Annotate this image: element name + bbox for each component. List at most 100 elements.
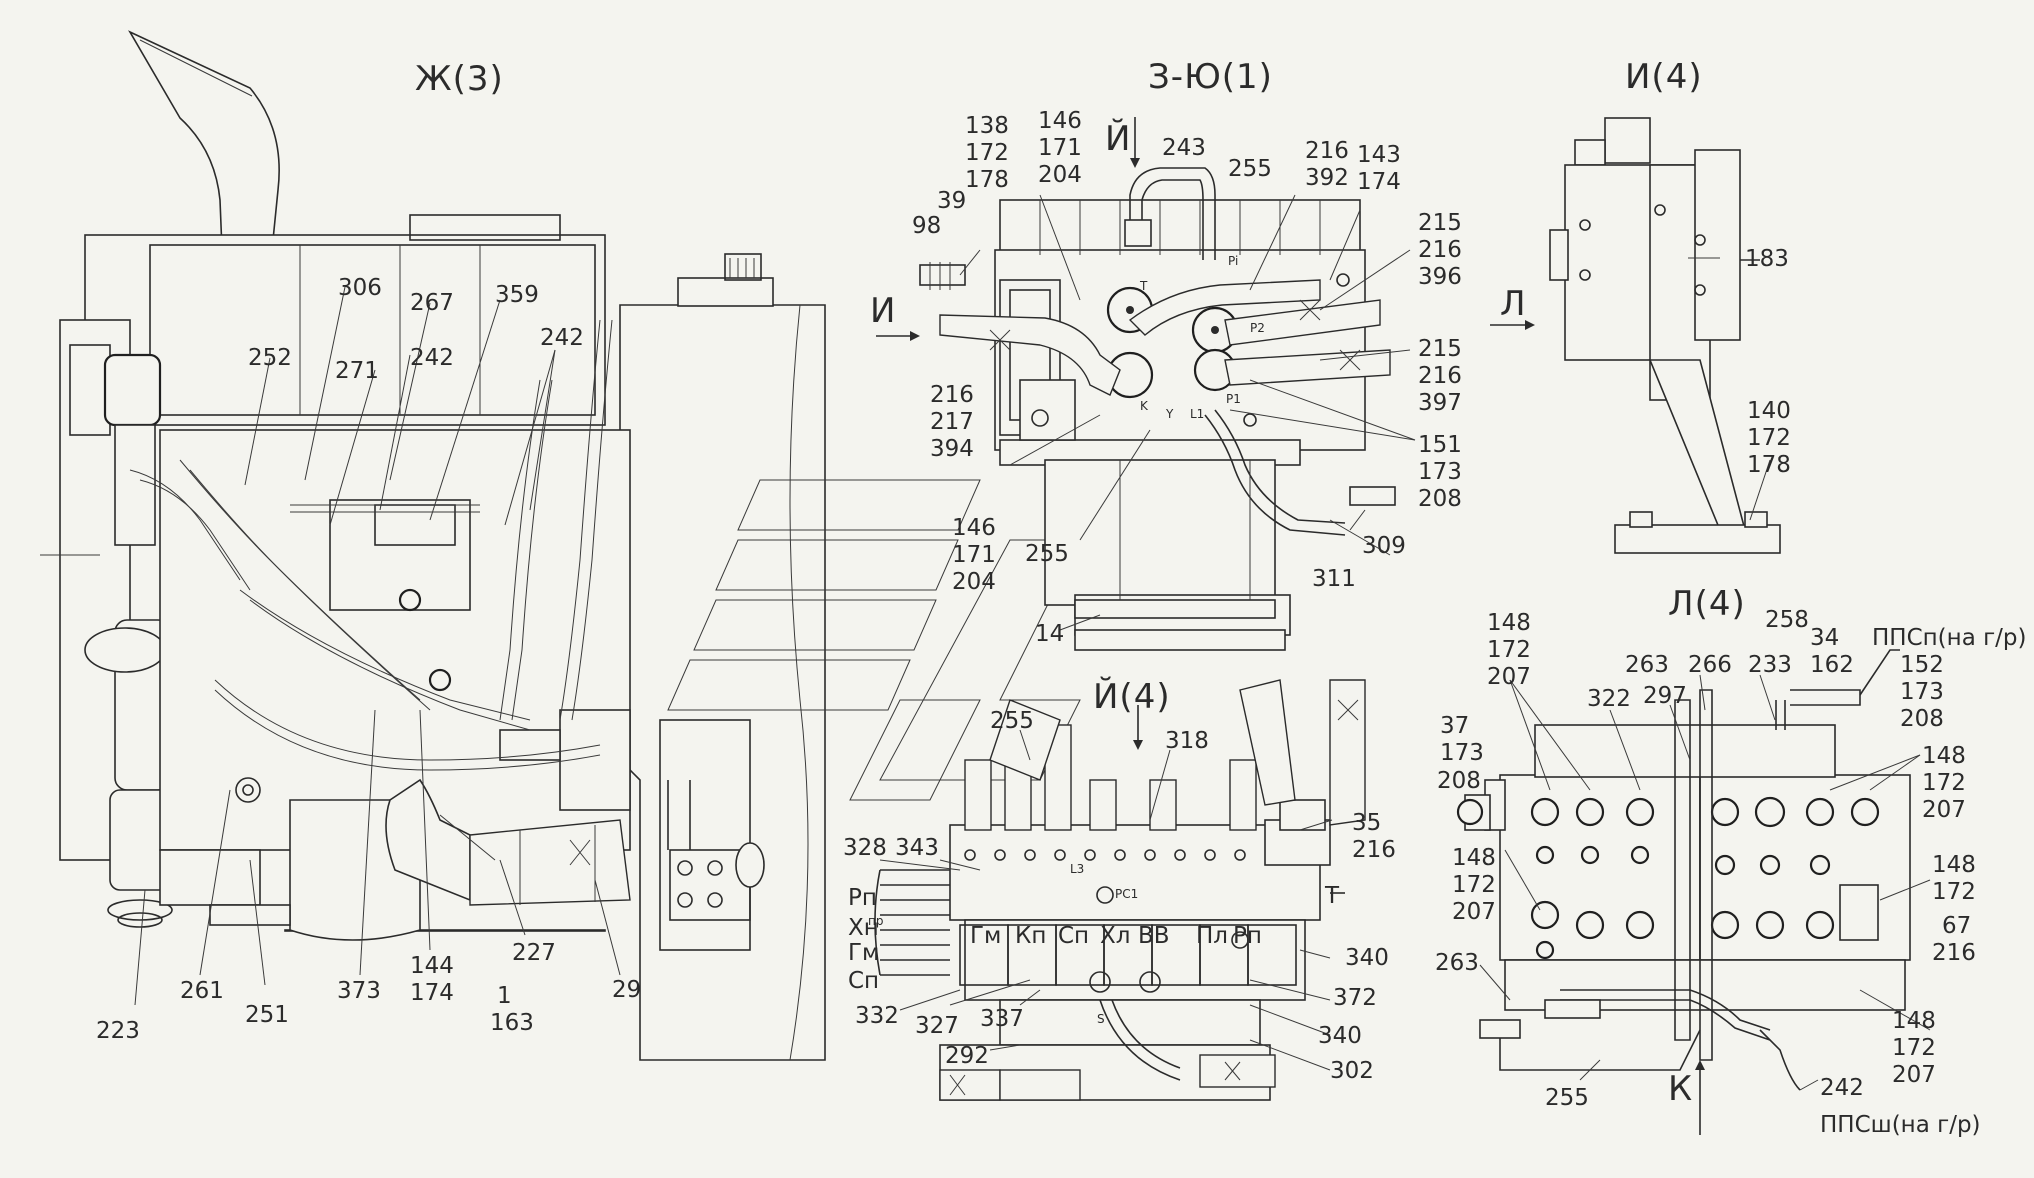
arrow-letter-i: И (870, 291, 896, 331)
callout-146-a: 146 (1038, 108, 1082, 134)
callout-252: 252 (248, 345, 292, 371)
view-title-zh: Ж(3) (415, 59, 504, 99)
port-code-s: S (1097, 1012, 1105, 1026)
callout-37: 37 (1440, 713, 1469, 739)
port-code-p1: P1 (1226, 392, 1241, 406)
callout-255-a: 255 (1228, 156, 1272, 182)
view-i-side (1490, 117, 1781, 554)
callout-140: 140 (1747, 398, 1791, 424)
view-title-i: И(4) (1625, 57, 1703, 97)
callout-392: 392 (1305, 165, 1349, 191)
callout-173-b: 173 (1900, 679, 1944, 705)
callout-217: 217 (930, 409, 974, 435)
port-code-l1: L1 (1190, 407, 1204, 421)
callout-151: 151 (1418, 432, 1462, 458)
view-title-ze: З-Ю(1) (1148, 57, 1273, 97)
callout-309: 309 (1362, 533, 1406, 559)
view-l-top (1456, 649, 1911, 1135)
callout-216-b: 216 (1418, 237, 1462, 263)
callout-144: 144 (410, 953, 454, 979)
callout-396: 396 (1418, 264, 1462, 290)
view-zh-engine (40, 30, 826, 1061)
callout-152: 152 (1900, 652, 1944, 678)
side-code-khn: Хн (848, 915, 879, 941)
callout-271: 271 (335, 358, 379, 384)
view-y-front (874, 679, 1366, 1101)
callout-207-d: 207 (1892, 1062, 1936, 1088)
callout-163: 163 (490, 1010, 534, 1036)
ports-right (1710, 796, 1880, 941)
callout-302: 302 (1330, 1058, 1374, 1084)
side-code-gm: Гм (848, 940, 879, 966)
cell-code-khl: Хл (1100, 923, 1130, 949)
callout-223: 223 (96, 1018, 140, 1044)
callout-318: 318 (1165, 728, 1209, 754)
callout-263-b: 263 (1435, 950, 1479, 976)
callout-332: 332 (855, 1003, 899, 1029)
callout-242-b: 242 (540, 325, 584, 351)
callout-207-a: 207 (1487, 664, 1531, 690)
callout-340-a: 340 (1345, 945, 1389, 971)
port-code-y: Y (1165, 407, 1174, 421)
callout-29: 29 (612, 977, 641, 1003)
port-code-p2: P2 (1250, 321, 1265, 335)
callout-34: 34 (1810, 625, 1839, 651)
callout-148-b: 148 (1922, 743, 1966, 769)
callout-255-c: 255 (990, 708, 1034, 734)
callout-267: 267 (410, 290, 454, 316)
arrow-letter-l: Л (1500, 284, 1527, 324)
callout-178-b: 178 (1747, 452, 1791, 478)
callout-340-b: 340 (1318, 1023, 1362, 1049)
callout-174-b: 174 (1357, 169, 1401, 195)
callout-372: 372 (1333, 985, 1377, 1011)
callout-204-b: 204 (952, 569, 996, 595)
cell-code-kp: Кп (1015, 923, 1046, 949)
cell-code-gm: Гм (970, 923, 1001, 949)
callout-172-a: 172 (965, 140, 1009, 166)
callout-337: 337 (980, 1006, 1024, 1032)
callout-172-f: 172 (1932, 879, 1976, 905)
side-code-khn-sup: пр (868, 914, 883, 928)
callout-216-a: 216 (1305, 138, 1349, 164)
callout-297: 297 (1643, 683, 1687, 709)
callout-263-a: 263 (1625, 652, 1669, 678)
port-code-k: K (1140, 399, 1149, 413)
callout-261: 261 (180, 978, 224, 1004)
callout-216-c: 216 (1418, 363, 1462, 389)
callout-171-a: 171 (1038, 135, 1082, 161)
arrow-letter-y: Й (1105, 118, 1131, 159)
callout-148-d: 148 (1932, 852, 1976, 878)
callout-373: 373 (337, 978, 381, 1004)
view-ze-valve-block (876, 117, 1396, 651)
callout-255-b: 255 (1025, 541, 1069, 567)
callout-1: 1 (497, 983, 512, 1009)
callout-216-d: 216 (930, 382, 974, 408)
callout-359: 359 (495, 282, 539, 308)
callout-242-a: 242 (410, 345, 454, 371)
callout-243: 243 (1162, 135, 1206, 161)
callout-208-a: 208 (1418, 486, 1462, 512)
arrow-letter-k: К (1668, 1069, 1693, 1109)
callout-216-e: 216 (1352, 837, 1396, 863)
callout-pps-p: ППСп(на г/р) (1872, 625, 2027, 651)
callout-162: 162 (1810, 652, 1854, 678)
callout-208-b: 208 (1900, 706, 1944, 732)
callout-39: 39 (937, 188, 966, 214)
callout-233: 233 (1748, 652, 1792, 678)
callout-183: 183 (1745, 246, 1789, 272)
port-code-pi: Pi (1228, 254, 1238, 268)
callout-173-a: 173 (1418, 459, 1462, 485)
port-code-pc1: PC1 (1115, 887, 1138, 901)
callout-174-a: 174 (410, 980, 454, 1006)
side-code-t: T (1324, 883, 1340, 909)
callout-172-c: 172 (1487, 637, 1531, 663)
callout-148-e: 148 (1892, 1008, 1936, 1034)
cell-code-pl: Пл (1196, 923, 1228, 949)
callout-98: 98 (912, 213, 941, 239)
callouts: 306 267 359 252 271 242 242 223 261 251 … (96, 108, 2027, 1138)
callout-172-e: 172 (1452, 872, 1496, 898)
callout-14: 14 (1035, 621, 1064, 647)
callout-343: 343 (895, 835, 939, 861)
watermark-logo (667, 479, 1081, 801)
callout-172-b: 172 (1747, 425, 1791, 451)
